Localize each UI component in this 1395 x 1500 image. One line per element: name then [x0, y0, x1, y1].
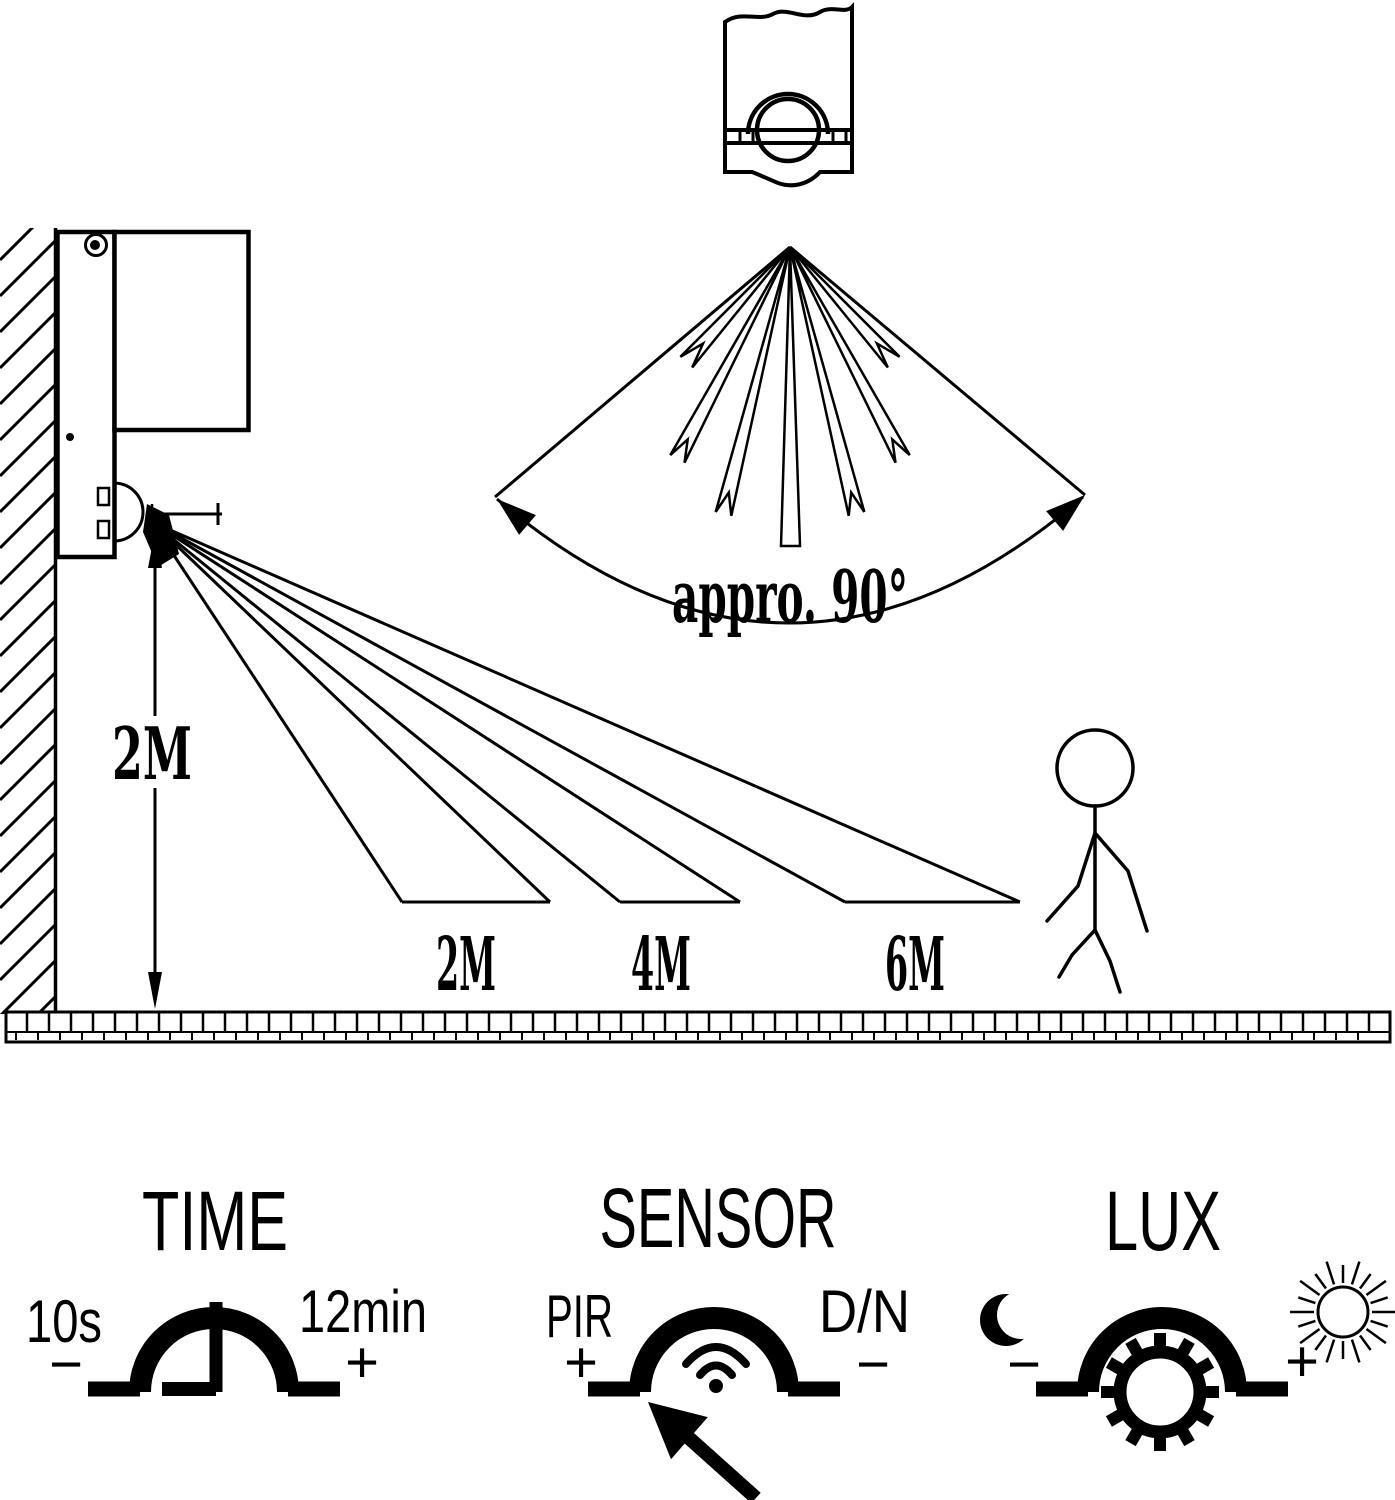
sensor-dn-label: D/N	[819, 1278, 910, 1345]
arc-arrow-left	[497, 499, 536, 535]
height-dimension: 2M	[112, 531, 192, 1009]
petal-center	[779, 246, 802, 548]
time-plus-sign: +	[345, 1330, 379, 1395]
pointer-shaft	[684, 1432, 761, 1500]
time-dial: TIME 10s − 12min +	[26, 1174, 427, 1397]
moon-cutout	[997, 1291, 1045, 1339]
ground-strip	[4, 1010, 1392, 1044]
wifi-icon	[682, 1343, 750, 1393]
angle-label: appro. 90°	[672, 554, 908, 639]
sensor-dial-arch	[629, 1307, 799, 1393]
ground-cells	[15, 1013, 1371, 1040]
fan-left-boundary	[494, 245, 791, 499]
person-figure	[1045, 728, 1149, 994]
lux-title: LUX	[1105, 1174, 1221, 1268]
fixture-top-view	[723, 2, 854, 188]
height-label: 2M	[112, 711, 192, 796]
dome-lens-top	[754, 96, 822, 164]
sensor-minus-sign: −	[856, 1332, 890, 1397]
person-head	[1055, 728, 1135, 808]
time-min-label: 10s	[26, 1288, 102, 1355]
petal-l14	[714, 246, 792, 516]
fixture-side-view	[55, 229, 251, 560]
dome-housing-arc	[745, 91, 831, 135]
petal-l28	[669, 246, 792, 464]
petal-r42	[789, 246, 901, 369]
lux-dial-arch	[1077, 1307, 1247, 1393]
distance-labels: 2M 4M 6M	[436, 922, 945, 1008]
beam-zone-6m	[151, 520, 1021, 904]
sun-disc	[1316, 1285, 1370, 1339]
lux-dial: LUX − +	[980, 1174, 1395, 1451]
sensor-title: SENSOR	[600, 1171, 837, 1265]
dome-detail-bottom	[96, 519, 111, 540]
arc-arrow-right	[1046, 495, 1085, 531]
dim-arrow-up	[148, 531, 162, 568]
dim-arrow-down	[148, 972, 162, 1009]
fan-petals	[669, 246, 911, 548]
lux-plus-sign: +	[1285, 1329, 1319, 1394]
arrow-icon	[648, 1402, 761, 1500]
mounting-plate	[55, 229, 117, 560]
sun-gear-icon	[1101, 1333, 1219, 1451]
detection-fan: appro. 90°	[494, 245, 1086, 639]
petal-r28	[788, 246, 911, 464]
sensor-plus-sign: +	[564, 1330, 598, 1395]
label-4m: 4M	[631, 922, 691, 1008]
gear-ring	[1113, 1345, 1207, 1439]
label-2m: 2M	[436, 922, 496, 1008]
pointer-arrowhead	[648, 1402, 708, 1460]
label-6m: 6M	[885, 922, 945, 1008]
screw-icon	[84, 233, 108, 257]
moon-icon	[980, 1291, 1045, 1346]
screw-slot	[89, 237, 101, 243]
screw-center	[90, 240, 100, 250]
angle-arc	[496, 495, 1084, 625]
fan-right-boundary	[789, 245, 1086, 497]
plate-dot	[66, 433, 74, 441]
wifi-dot	[709, 1379, 723, 1393]
beam-zone-2m	[150, 520, 552, 904]
sun-rays	[1290, 1261, 1395, 1363]
person-arms	[1045, 829, 1149, 933]
sensor-dome	[113, 481, 145, 543]
wall-section	[0, 228, 58, 1014]
sensor-pir-label: PIR	[546, 1283, 613, 1350]
wifi-arc-inner	[696, 1361, 736, 1379]
gear-teeth	[1101, 1333, 1219, 1451]
wifi-arc-outer	[682, 1343, 750, 1368]
time-title: TIME	[142, 1174, 288, 1268]
time-minus-sign: −	[49, 1332, 83, 1397]
wall-hatching	[0, 228, 56, 1014]
sensor-dial: SENSOR PIR + D/N −	[546, 1171, 910, 1500]
dome-detail-top	[96, 486, 111, 507]
petal-r14	[788, 246, 866, 516]
time-max-label: 12min	[299, 1278, 427, 1345]
lamp-body	[112, 229, 251, 433]
person-legs	[1057, 926, 1122, 994]
sun-icon	[1290, 1261, 1395, 1363]
beam-zone-4m	[151, 520, 741, 904]
lux-minus-sign: −	[1007, 1332, 1041, 1397]
petal-l42	[679, 246, 791, 369]
